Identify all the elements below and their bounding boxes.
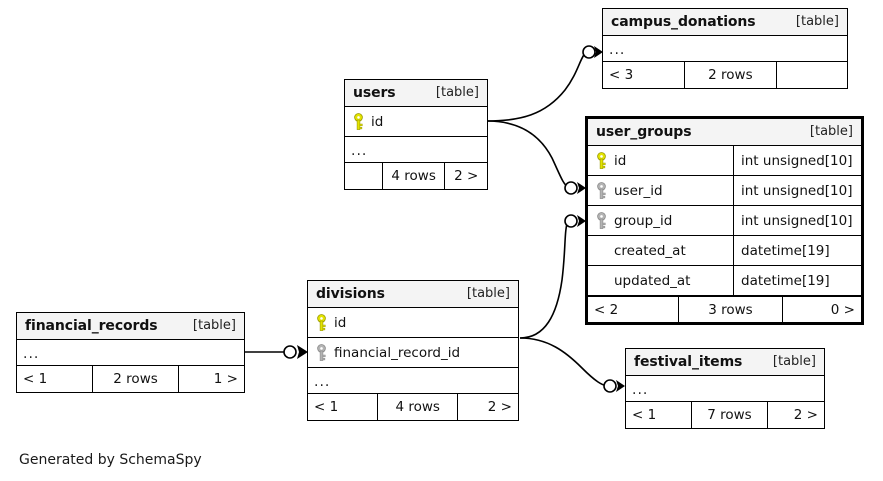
- table-columns-ellipsis: ...: [345, 137, 487, 163]
- table-title: divisions: [316, 285, 385, 302]
- footer-parents-count: < 3: [609, 67, 634, 83]
- table-header: financial_records [table]: [17, 313, 244, 340]
- footer-parents-count: < 1: [632, 407, 657, 423]
- footer-row-count: 7 rows: [691, 402, 766, 428]
- table-header: user_groups [table]: [588, 119, 861, 146]
- edge-divisions-to-user-groups-group-id: [519, 220, 569, 339]
- column-name-cell: id: [588, 146, 733, 175]
- table-kind-label: [table]: [809, 124, 853, 139]
- footer-parents-count: < 1: [23, 371, 48, 387]
- edge-users-to-campus-donations: [486, 51, 587, 122]
- column-type-cell: int unsigned[10]: [733, 176, 861, 205]
- edge-users-to-user-groups-user-id: [486, 120, 569, 188]
- table-column-row: id: [345, 107, 487, 137]
- table-footer: < 3 2 rows: [603, 62, 847, 88]
- footer-row-count: 4 rows: [381, 163, 444, 189]
- table-columns-ellipsis: ...: [626, 376, 824, 402]
- column-label: id: [614, 152, 627, 169]
- column-label: id: [371, 113, 384, 130]
- table-header: divisions [table]: [308, 281, 518, 308]
- foreign-key-icon: [597, 211, 606, 229]
- table-columns-ellipsis: ...: [603, 36, 847, 62]
- table-kind-label: [table]: [435, 85, 479, 100]
- column-type-cell: datetime[19]: [733, 236, 861, 265]
- footer-row-count: 2 rows: [91, 366, 178, 392]
- diagram-caption: Generated by SchemaSpy: [19, 452, 202, 468]
- table-footer: < 1 2 rows 1 >: [17, 366, 244, 392]
- table-columns-ellipsis: ...: [308, 368, 518, 394]
- table-footer: < 2 3 rows 0 >: [588, 296, 861, 322]
- footer-children-count: 1 >: [178, 366, 244, 392]
- footer-children-count: 0 >: [781, 297, 861, 322]
- foreign-key-icon: [317, 343, 326, 361]
- column-label: id: [334, 314, 347, 331]
- table-column-row: id int unsigned[10]: [588, 146, 861, 176]
- primary-key-icon: [354, 112, 363, 130]
- table-title: campus_donations: [611, 13, 756, 30]
- column-name-cell: user_id: [588, 176, 733, 205]
- table-user-groups[interactable]: user_groups [table] id int unsigned[10]: [585, 116, 864, 325]
- table-column-row: group_id int unsigned[10]: [588, 206, 861, 236]
- column-name-cell: created_at: [588, 236, 733, 265]
- column-type-cell: int unsigned[10]: [733, 146, 861, 175]
- column-name-cell: group_id: [588, 206, 733, 235]
- table-kind-label: [table]: [466, 286, 510, 301]
- table-kind-label: [table]: [795, 14, 839, 29]
- table-title: user_groups: [596, 123, 692, 140]
- crowfoot-festival-items: [616, 380, 625, 392]
- column-name-cell: financial_record_id: [308, 338, 518, 367]
- edge-divisions-to-festival-items: [519, 337, 608, 387]
- table-festival-items[interactable]: festival_items [table] ... < 1 7 rows 2 …: [625, 348, 825, 429]
- table-header: campus_donations [table]: [603, 9, 847, 36]
- footer-row-count: 3 rows: [678, 297, 782, 322]
- column-type-cell: datetime[19]: [733, 266, 861, 295]
- footer-children-count: [776, 62, 847, 88]
- footer-children-count: 2 >: [766, 402, 824, 428]
- table-title: users: [353, 84, 396, 101]
- footer-children-count: 2 >: [444, 163, 487, 189]
- table-footer: < 1 7 rows 2 >: [626, 402, 824, 428]
- footer-row-count: 2 rows: [683, 62, 777, 88]
- table-financial-records[interactable]: financial_records [table] ... < 1 2 rows…: [16, 312, 245, 393]
- column-label: created_at: [614, 242, 686, 259]
- column-label: user_id: [614, 182, 663, 199]
- column-name-cell: id: [308, 308, 518, 337]
- column-name-cell: updated_at: [588, 266, 733, 295]
- cardinality-zero-campus-donations: [582, 45, 596, 59]
- cardinality-zero-divisions-fk: [283, 345, 297, 359]
- table-users[interactable]: users [table] id ... 4 rows 2 >: [344, 79, 488, 190]
- table-column-row: updated_at datetime[19]: [588, 266, 861, 296]
- table-column-row: user_id int unsigned[10]: [588, 176, 861, 206]
- column-label: updated_at: [614, 272, 691, 289]
- primary-key-icon: [597, 151, 606, 169]
- table-footer: < 1 4 rows 2 >: [308, 394, 518, 420]
- footer-parents-count: [345, 163, 382, 189]
- column-name-cell: id: [345, 107, 487, 136]
- footer-parents-count: < 1: [314, 399, 339, 415]
- cardinality-zero-user-groups-user-id: [564, 181, 578, 195]
- primary-key-icon: [317, 313, 326, 331]
- column-label: financial_record_id: [334, 344, 461, 361]
- column-type-cell: int unsigned[10]: [733, 206, 861, 235]
- table-column-row: id: [308, 308, 518, 338]
- table-column-row: created_at datetime[19]: [588, 236, 861, 266]
- table-title: financial_records: [25, 317, 158, 334]
- table-kind-label: [table]: [192, 318, 236, 333]
- footer-children-count: 2 >: [457, 394, 518, 420]
- footer-row-count: 4 rows: [377, 394, 457, 420]
- table-columns-ellipsis: ...: [17, 340, 244, 366]
- column-label: group_id: [614, 212, 673, 229]
- cardinality-zero-festival-items: [603, 379, 617, 393]
- table-header: festival_items [table]: [626, 349, 824, 376]
- table-title: festival_items: [634, 353, 743, 370]
- table-divisions[interactable]: divisions [table] id: [307, 280, 519, 421]
- table-campus-donations[interactable]: campus_donations [table] ... < 3 2 rows: [602, 8, 848, 89]
- footer-parents-count: < 2: [594, 301, 619, 318]
- table-footer: 4 rows 2 >: [345, 163, 487, 189]
- foreign-key-icon: [597, 181, 606, 199]
- table-column-row: financial_record_id: [308, 338, 518, 368]
- table-header: users [table]: [345, 80, 487, 107]
- table-kind-label: [table]: [772, 354, 816, 369]
- cardinality-zero-user-groups-group-id: [564, 214, 578, 228]
